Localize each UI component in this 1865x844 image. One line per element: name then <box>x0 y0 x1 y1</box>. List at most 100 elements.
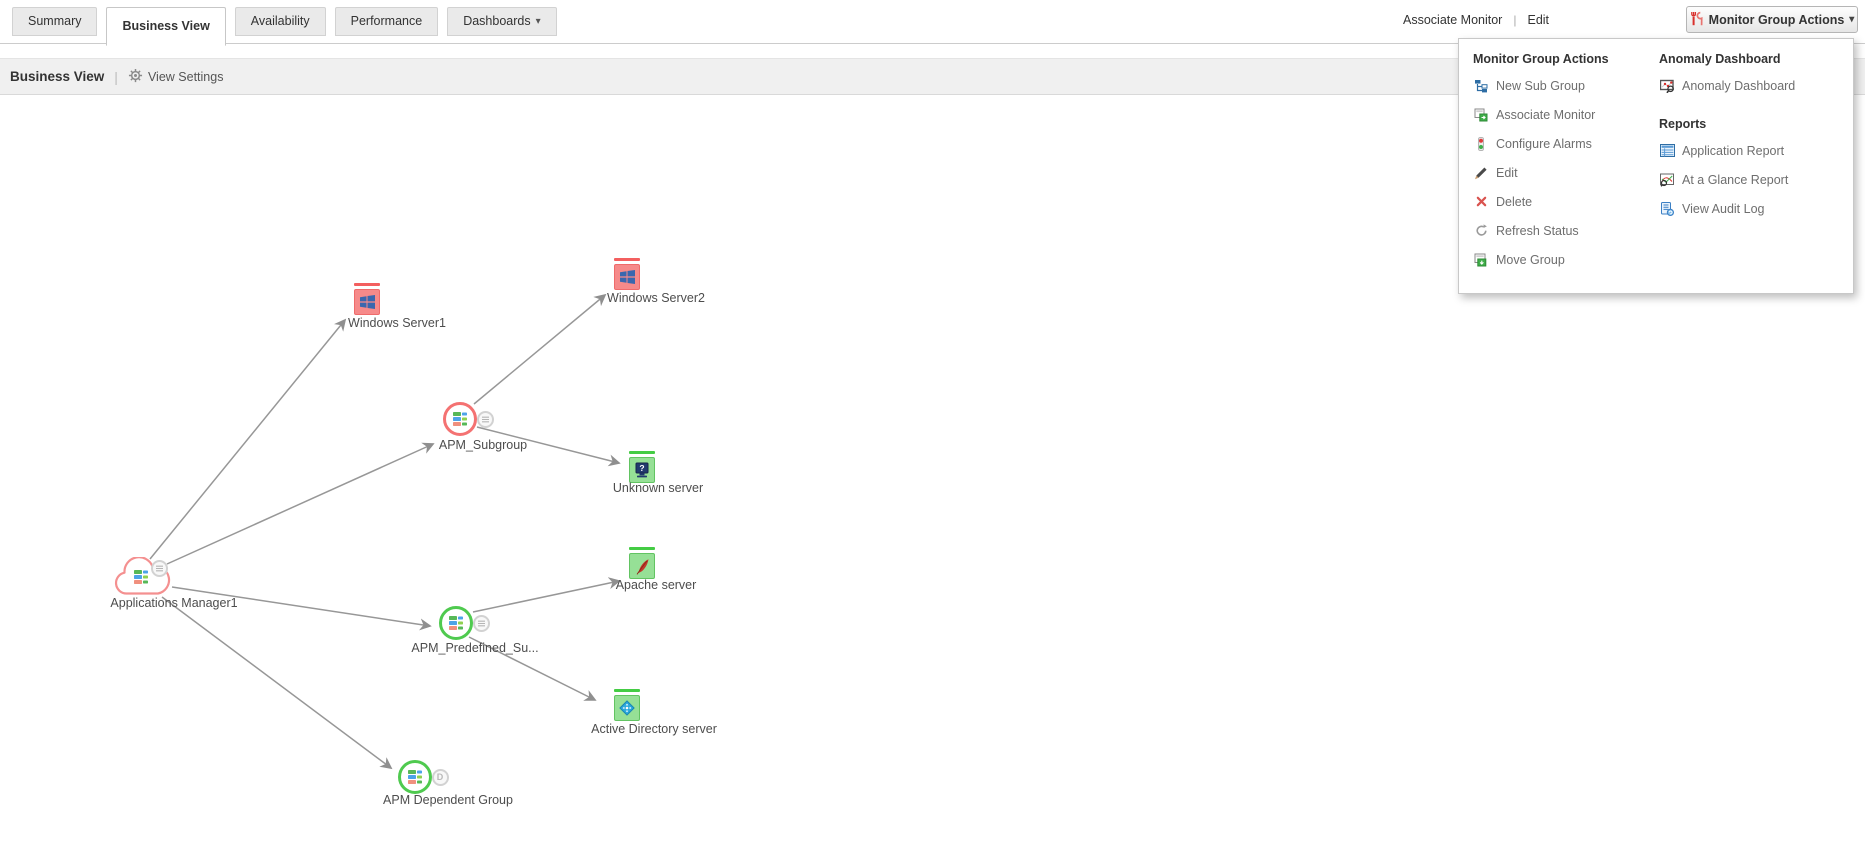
node-apache-server[interactable] <box>629 547 655 579</box>
menu-item-application-report[interactable]: Application Report <box>1659 136 1844 165</box>
edit-icon <box>1473 166 1489 180</box>
node-label: APM_Subgroup <box>438 438 528 452</box>
menu-item-label: Delete <box>1496 194 1533 209</box>
node-label: Windows Server1 <box>348 316 446 330</box>
node-active-directory-server[interactable] <box>614 689 640 721</box>
tab-label: Summary <box>28 14 82 28</box>
node-apm-subgroup[interactable] <box>443 402 477 436</box>
node-unknown-server[interactable]: ? <box>629 451 655 483</box>
menu-section-header: Reports <box>1659 117 1707 131</box>
node-label: APM_Predefined_Su... <box>411 641 539 655</box>
business-view-canvas: Applications Manager1 Windows Server1 Wind… <box>0 96 1865 844</box>
tab-business-view[interactable]: Business View <box>106 7 226 46</box>
node-menu-badge[interactable] <box>472 614 490 632</box>
node-label: Apache server <box>615 578 697 592</box>
edit-link[interactable]: Edit <box>1527 12 1550 27</box>
tab-performance[interactable]: Performance <box>334 7 439 36</box>
edge-apm-predefined-subgroup-to-active-directory-server <box>468 636 597 701</box>
edge-apm-subgroup-to-unknown-server <box>476 426 621 467</box>
associate-monitor-link[interactable]: Associate Monitor <box>1403 12 1503 27</box>
menu-item-move-group[interactable]: Move Group <box>1473 245 1651 274</box>
menu-item-label: Edit <box>1496 165 1518 180</box>
menu-item-associate-monitor[interactable]: Associate Monitor <box>1473 100 1651 129</box>
menu-item-label: Configure Alarms <box>1496 136 1592 151</box>
question-icon: ? <box>629 457 655 483</box>
tab-summary[interactable]: Summary <box>12 7 98 36</box>
menu-section-header: Monitor Group Actions <box>1473 52 1609 66</box>
node-label: Windows Server2 <box>607 291 705 305</box>
header-links: Associate Monitor | Edit <box>1403 6 1549 33</box>
menu-item-label: View Audit Log <box>1682 201 1765 216</box>
node-windows-server1[interactable] <box>354 283 380 315</box>
menu-item-at-a-glance-report[interactable]: At a Glance Report <box>1659 165 1844 194</box>
node-windows-server2[interactable] <box>614 258 640 290</box>
view-settings-label: View Settings <box>147 69 224 84</box>
view-audit-log-icon <box>1659 201 1675 216</box>
node-menu-badge[interactable] <box>150 559 168 577</box>
chevron-down-icon: ▾ <box>1849 14 1855 25</box>
move-group-icon <box>1473 253 1489 267</box>
monitor-group-icon <box>439 606 473 640</box>
menu-item-edit[interactable]: Edit <box>1473 158 1651 187</box>
view-settings-button[interactable]: View Settings <box>128 68 224 86</box>
edge-applications-manager1-to-apm-subgroup <box>166 442 435 565</box>
edge-layer <box>149 293 621 770</box>
at-a-glance-report-icon <box>1659 173 1675 187</box>
tab-label: Dashboards <box>463 14 531 28</box>
header-links-separator: | <box>1513 12 1517 27</box>
node-menu-badge[interactable] <box>476 410 494 428</box>
edge-apm-subgroup-to-windows-server2 <box>473 293 607 405</box>
menu-item-refresh-status[interactable]: Refresh Status <box>1473 216 1651 245</box>
group-stack-icon <box>132 568 150 591</box>
node-label: Active Directory server <box>591 722 717 736</box>
menu-item-label: Move Group <box>1496 252 1565 267</box>
tab-bar: Summary Business View Availability Performa… <box>12 7 557 46</box>
gear-icon <box>128 68 143 86</box>
tab-label: Business View <box>122 19 210 33</box>
windows-icon <box>614 264 640 290</box>
node-label: Applications Manager1 <box>110 596 238 610</box>
menu-item-new-sub-group[interactable]: New Sub Group <box>1473 71 1651 100</box>
menu-item-label: Application Report <box>1682 143 1785 158</box>
menu-item-label: Anomaly Dashboard <box>1682 78 1796 93</box>
node-label: APM Dependent Group <box>383 793 513 807</box>
edge-applications-manager1-to-windows-server1 <box>149 318 347 560</box>
page-title: Business View <box>10 69 105 84</box>
anomaly-dashboard-icon <box>1659 79 1675 93</box>
menu-item-label: At a Glance Report <box>1682 172 1789 187</box>
menu-item-configure-alarms[interactable]: Configure Alarms <box>1473 129 1651 158</box>
tab-dashboards[interactable]: Dashboards▾ <box>447 7 557 36</box>
feather-icon <box>629 553 655 579</box>
toolbar-separator: | <box>114 68 118 85</box>
menu-item-label: Refresh Status <box>1496 223 1579 238</box>
tab-availability[interactable]: Availability <box>234 7 326 36</box>
edge-applications-manager1-to-apm-predefined-subgroup <box>171 586 432 631</box>
menu-item-view-audit-log[interactable]: View Audit Log <box>1659 194 1844 223</box>
status-bar <box>354 283 380 286</box>
tab-label: Availability <box>250 14 310 28</box>
refresh-icon <box>1473 224 1489 237</box>
status-bar <box>614 689 640 692</box>
configure-alarms-icon <box>1473 136 1489 151</box>
edge-apm-predefined-subgroup-to-apache-server <box>472 577 621 613</box>
menu-item-delete[interactable]: Delete <box>1473 187 1651 216</box>
menu-item-label: New Sub Group <box>1496 78 1585 93</box>
delete-icon <box>1473 196 1489 207</box>
status-bar <box>629 547 655 550</box>
menu-section-header: Anomaly Dashboard <box>1659 52 1781 66</box>
ad-icon <box>614 695 640 721</box>
monitor-group-actions-button[interactable]: Monitor Group Actions ▾ <box>1686 6 1858 33</box>
status-bar <box>629 451 655 454</box>
application-report-icon <box>1659 144 1675 157</box>
svg-text:?: ? <box>639 463 644 473</box>
node-label: Unknown server <box>612 481 704 495</box>
associate-monitor-icon <box>1473 108 1489 122</box>
menu-item-label: Associate Monitor <box>1496 107 1596 122</box>
windows-icon <box>354 289 380 315</box>
new-sub-group-icon <box>1473 79 1489 93</box>
node-apm-predefined-subgroup[interactable] <box>439 606 473 640</box>
dependent-badge[interactable]: D <box>431 768 449 786</box>
menu-item-anomaly-dashboard[interactable]: Anomaly Dashboard <box>1659 71 1844 100</box>
node-apm-dependent-group[interactable] <box>398 760 432 794</box>
